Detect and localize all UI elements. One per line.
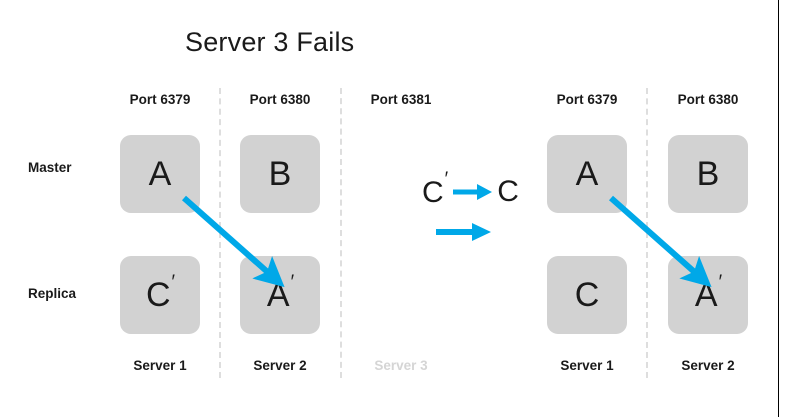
server-label-left-2: Server 2 (253, 358, 307, 373)
node-left-s1-master[interactable]: A (120, 135, 200, 213)
server-label-right-2: Server 2 (681, 358, 735, 373)
server-label-right-1: Server 1 (560, 358, 614, 373)
right-arrow-icon (453, 182, 493, 202)
legend-to-glyph: C (497, 175, 519, 208)
row-label-replica: Replica (28, 286, 77, 301)
node-left-s2-replica[interactable]: A′ (240, 256, 320, 334)
prime-mark: ′ (290, 271, 295, 293)
right-arrow-icon (436, 221, 492, 243)
node-left-s1-replica[interactable]: C′ (120, 256, 200, 334)
node-glyph: A′ (694, 271, 723, 314)
port-label-left-1: Port 6379 (129, 92, 191, 107)
node-right-s1-master[interactable]: A (547, 135, 627, 213)
slide-edge-rule (778, 0, 779, 417)
right-arrow-icon-svg (436, 223, 491, 241)
divider-left-col2 (340, 88, 342, 378)
divider-left-col1-top (219, 88, 221, 208)
page-title: Server 3 Fails (185, 27, 355, 57)
prime-mark: ′ (444, 169, 449, 190)
node-left-s2-master[interactable]: B (240, 135, 320, 213)
divider-left-col1-bottom (219, 212, 221, 378)
port-label-right-1: Port 6379 (556, 92, 618, 107)
node-glyph: B (268, 155, 292, 193)
node-glyph: B (696, 155, 720, 193)
node-glyph: A (148, 155, 172, 193)
legend-promotion-row: C′ C (422, 169, 519, 212)
legend-transition-row (422, 212, 519, 252)
divider-right-col1-top (646, 88, 648, 208)
node-glyph: C (574, 276, 600, 314)
legend-from-glyph: C′ (422, 169, 449, 209)
node-glyph: A′ (266, 271, 295, 314)
port-label-right-2: Port 6380 (677, 92, 739, 107)
node-right-s2-replica[interactable]: A′ (668, 256, 748, 334)
port-label-left-2: Port 6380 (249, 92, 311, 107)
legend-block: C′ C (422, 169, 519, 252)
divider-right-col1-bottom (646, 212, 648, 378)
server-label-left-1: Server 1 (133, 358, 187, 373)
node-right-s2-master[interactable]: B (668, 135, 748, 213)
port-label-left-3: Port 6381 (370, 92, 432, 107)
node-glyph: A (575, 155, 599, 193)
row-label-master: Master (28, 160, 72, 175)
prime-mark: ′ (718, 271, 723, 293)
prime-mark: ′ (171, 271, 176, 293)
right-arrow-icon-svg (453, 184, 493, 200)
node-right-s1-replica[interactable]: C (547, 256, 627, 334)
node-glyph: C′ (145, 271, 176, 314)
server-label-left-3-failed: Server 3 (374, 358, 428, 373)
